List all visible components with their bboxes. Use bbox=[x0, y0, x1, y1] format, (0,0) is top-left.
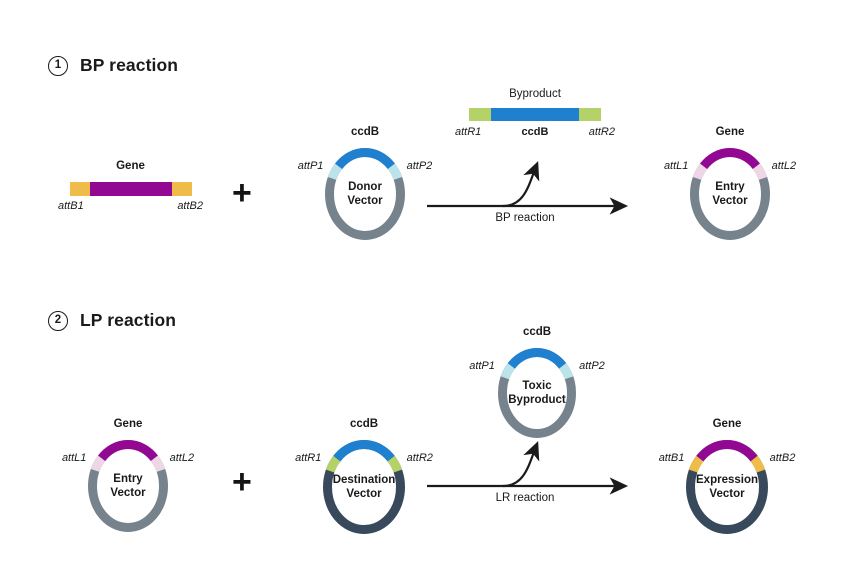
plasmid-left-site-label: attL1 bbox=[61, 452, 87, 464]
arrow-branch-curve bbox=[502, 161, 540, 208]
plus-sign-bp: + bbox=[232, 174, 252, 212]
plasmid-arc-ccdb bbox=[507, 348, 567, 369]
step-number-badge-1: 1 bbox=[48, 55, 68, 76]
plasmid-ring-svg bbox=[498, 348, 576, 438]
plasmid-arc-attl1 bbox=[90, 455, 106, 473]
plasmid-left-site-label: attL1 bbox=[663, 160, 689, 172]
section-title-bp: BP reaction bbox=[80, 55, 179, 75]
plasmid-right-site-label: attB2 bbox=[769, 452, 796, 464]
plasmid-left-site-label: attR1 bbox=[295, 452, 322, 464]
plasmid-arc-attl2 bbox=[752, 163, 768, 181]
plasmid-arc-attl2 bbox=[150, 455, 166, 473]
fragment-segment-gene bbox=[90, 182, 172, 196]
fragment-left-site-label: attR1 bbox=[455, 126, 482, 138]
fragment-right-site-label: attB2 bbox=[177, 200, 203, 212]
plasmid-top-label: ccdB bbox=[350, 126, 380, 138]
arrow-bp-svg bbox=[427, 161, 629, 215]
plasmid-arc-ccdb bbox=[335, 148, 395, 170]
section-title-lp: LP reaction bbox=[80, 310, 177, 330]
plasmid-ring-svg bbox=[323, 440, 405, 534]
fragment-segment-attb2 bbox=[171, 182, 192, 196]
plasmid-right-site-label: attL2 bbox=[169, 452, 195, 464]
arrow-lr-svg bbox=[427, 441, 629, 495]
plasmid-ring-svg bbox=[686, 440, 768, 534]
plasmid-arc-gene bbox=[700, 148, 760, 170]
fragment-bar bbox=[469, 108, 601, 121]
fragment-title: Gene bbox=[116, 160, 145, 172]
plasmid-left-site-label: attP1 bbox=[297, 160, 324, 172]
plasmid-arc-attp2 bbox=[387, 163, 403, 181]
plasmid-top-label: Gene bbox=[715, 126, 745, 138]
fragment-segment-attr2 bbox=[579, 108, 601, 121]
arrow-lr-reaction: LR reaction bbox=[425, 420, 640, 510]
fragment-title: Byproduct bbox=[509, 88, 561, 100]
arrow-label-lr: LR reaction bbox=[495, 492, 555, 504]
plasmid-left-site-label: attP1 bbox=[469, 360, 495, 372]
plasmid-left-site-label: attB1 bbox=[658, 452, 685, 464]
fragment-byproduct: Byproduct attR1 ccdB attR2 bbox=[455, 88, 615, 144]
plasmid-top-label: ccdB bbox=[349, 418, 379, 430]
plasmid-arc-attp1 bbox=[327, 163, 343, 181]
fragment-segment-attb1 bbox=[70, 182, 91, 196]
plasmid-arc-attl1 bbox=[692, 163, 708, 181]
plasmid-arc-attb2 bbox=[750, 455, 766, 473]
plasmid-top-label: Gene bbox=[712, 418, 742, 430]
plasmid-ring-svg bbox=[88, 440, 168, 532]
plasmid-right-site-label: attL2 bbox=[771, 160, 797, 172]
plasmid-arc-gene bbox=[98, 440, 158, 462]
section-header-bp: 1 BP reaction bbox=[48, 55, 178, 76]
plasmid-arc-attp2 bbox=[558, 363, 574, 380]
plasmid-top-label: Gene bbox=[113, 418, 143, 430]
plasmid-right-site-label: attP2 bbox=[406, 160, 433, 172]
arrow-bp-reaction: BP reaction bbox=[425, 140, 640, 230]
fragment-bar bbox=[70, 182, 192, 196]
arrow-label-bp: BP reaction bbox=[495, 212, 555, 224]
plasmid-right-site-label: attR2 bbox=[406, 452, 433, 464]
plasmid-arc-gene bbox=[696, 440, 758, 462]
plasmid-ring-svg bbox=[690, 148, 770, 240]
arrow-branch-curve bbox=[502, 441, 540, 488]
step-number-badge-2: 2 bbox=[48, 310, 68, 331]
plasmid-arc-attb1 bbox=[688, 455, 704, 473]
plasmid-arc-attp1 bbox=[500, 363, 516, 380]
plasmid-top-label: ccdB bbox=[522, 326, 552, 338]
fragment-segment-attr1 bbox=[469, 108, 491, 121]
plus-sign-lp: + bbox=[232, 463, 252, 501]
fragment-center-label: ccdB bbox=[521, 126, 549, 138]
plasmid-ring-svg bbox=[325, 148, 405, 240]
section-header-lp: 2 LP reaction bbox=[48, 310, 176, 331]
fragment-right-site-label: attR2 bbox=[588, 126, 615, 138]
fragment-gene-insert: Gene attB1 attB2 bbox=[58, 160, 203, 218]
plasmid-arc-attr2 bbox=[387, 455, 403, 473]
plasmid-arc-ccdb bbox=[333, 440, 395, 462]
fragment-segment-ccdb bbox=[491, 108, 579, 121]
plasmid-arc-attr1 bbox=[325, 455, 341, 473]
plasmid-right-site-label: attP2 bbox=[579, 360, 605, 372]
fragment-left-site-label: attB1 bbox=[58, 200, 84, 212]
